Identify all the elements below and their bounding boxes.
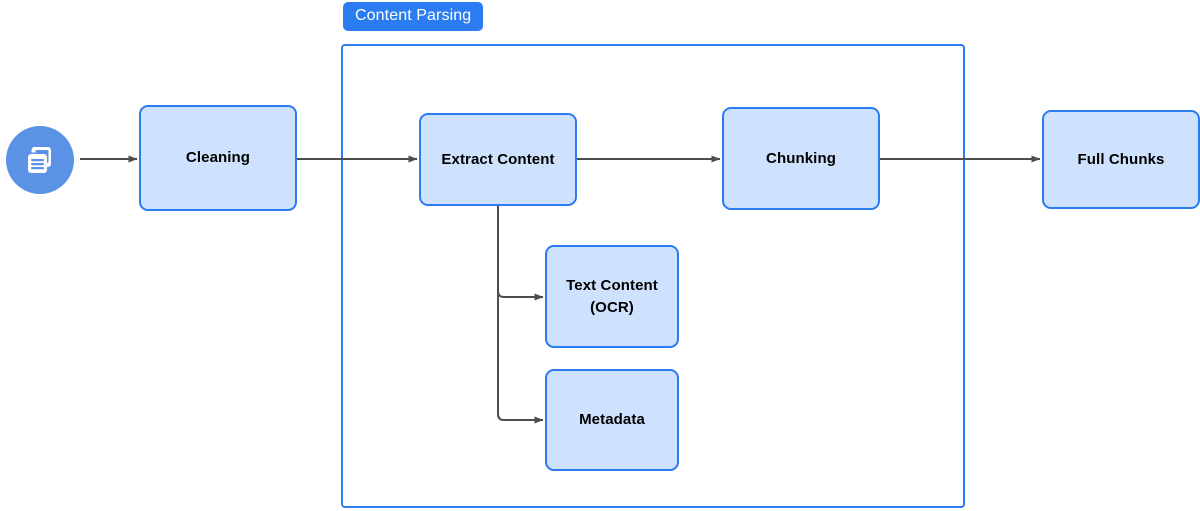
node-extract-content-label: Extract Content	[441, 150, 555, 168]
content-parsing-group-label: Content Parsing	[343, 2, 484, 31]
node-metadata-label: Metadata	[579, 411, 645, 429]
node-cleaning-label: Cleaning	[185, 149, 251, 167]
node-text-content-ocr-label-line2: (OCR)	[590, 298, 634, 316]
node-full-chunks[interactable]: Full Chunks	[1042, 110, 1200, 209]
node-chunking[interactable]: Chunking	[722, 107, 880, 210]
node-text-content-ocr[interactable]: Text Content (OCR)	[545, 245, 679, 348]
node-cleaning[interactable]: Cleaning	[139, 105, 297, 211]
node-extract-content[interactable]: Extract Content	[419, 113, 577, 206]
node-chunking-label: Chunking	[766, 149, 836, 167]
node-full-chunks-label: Full Chunks	[1077, 150, 1165, 168]
node-metadata[interactable]: Metadata	[545, 369, 679, 471]
content-parsing-group	[341, 44, 965, 508]
documents-icon	[6, 126, 74, 194]
node-text-content-ocr-label-line1: Text Content	[566, 276, 658, 294]
node-text-content-ocr-label: Text Content (OCR)	[566, 275, 658, 319]
